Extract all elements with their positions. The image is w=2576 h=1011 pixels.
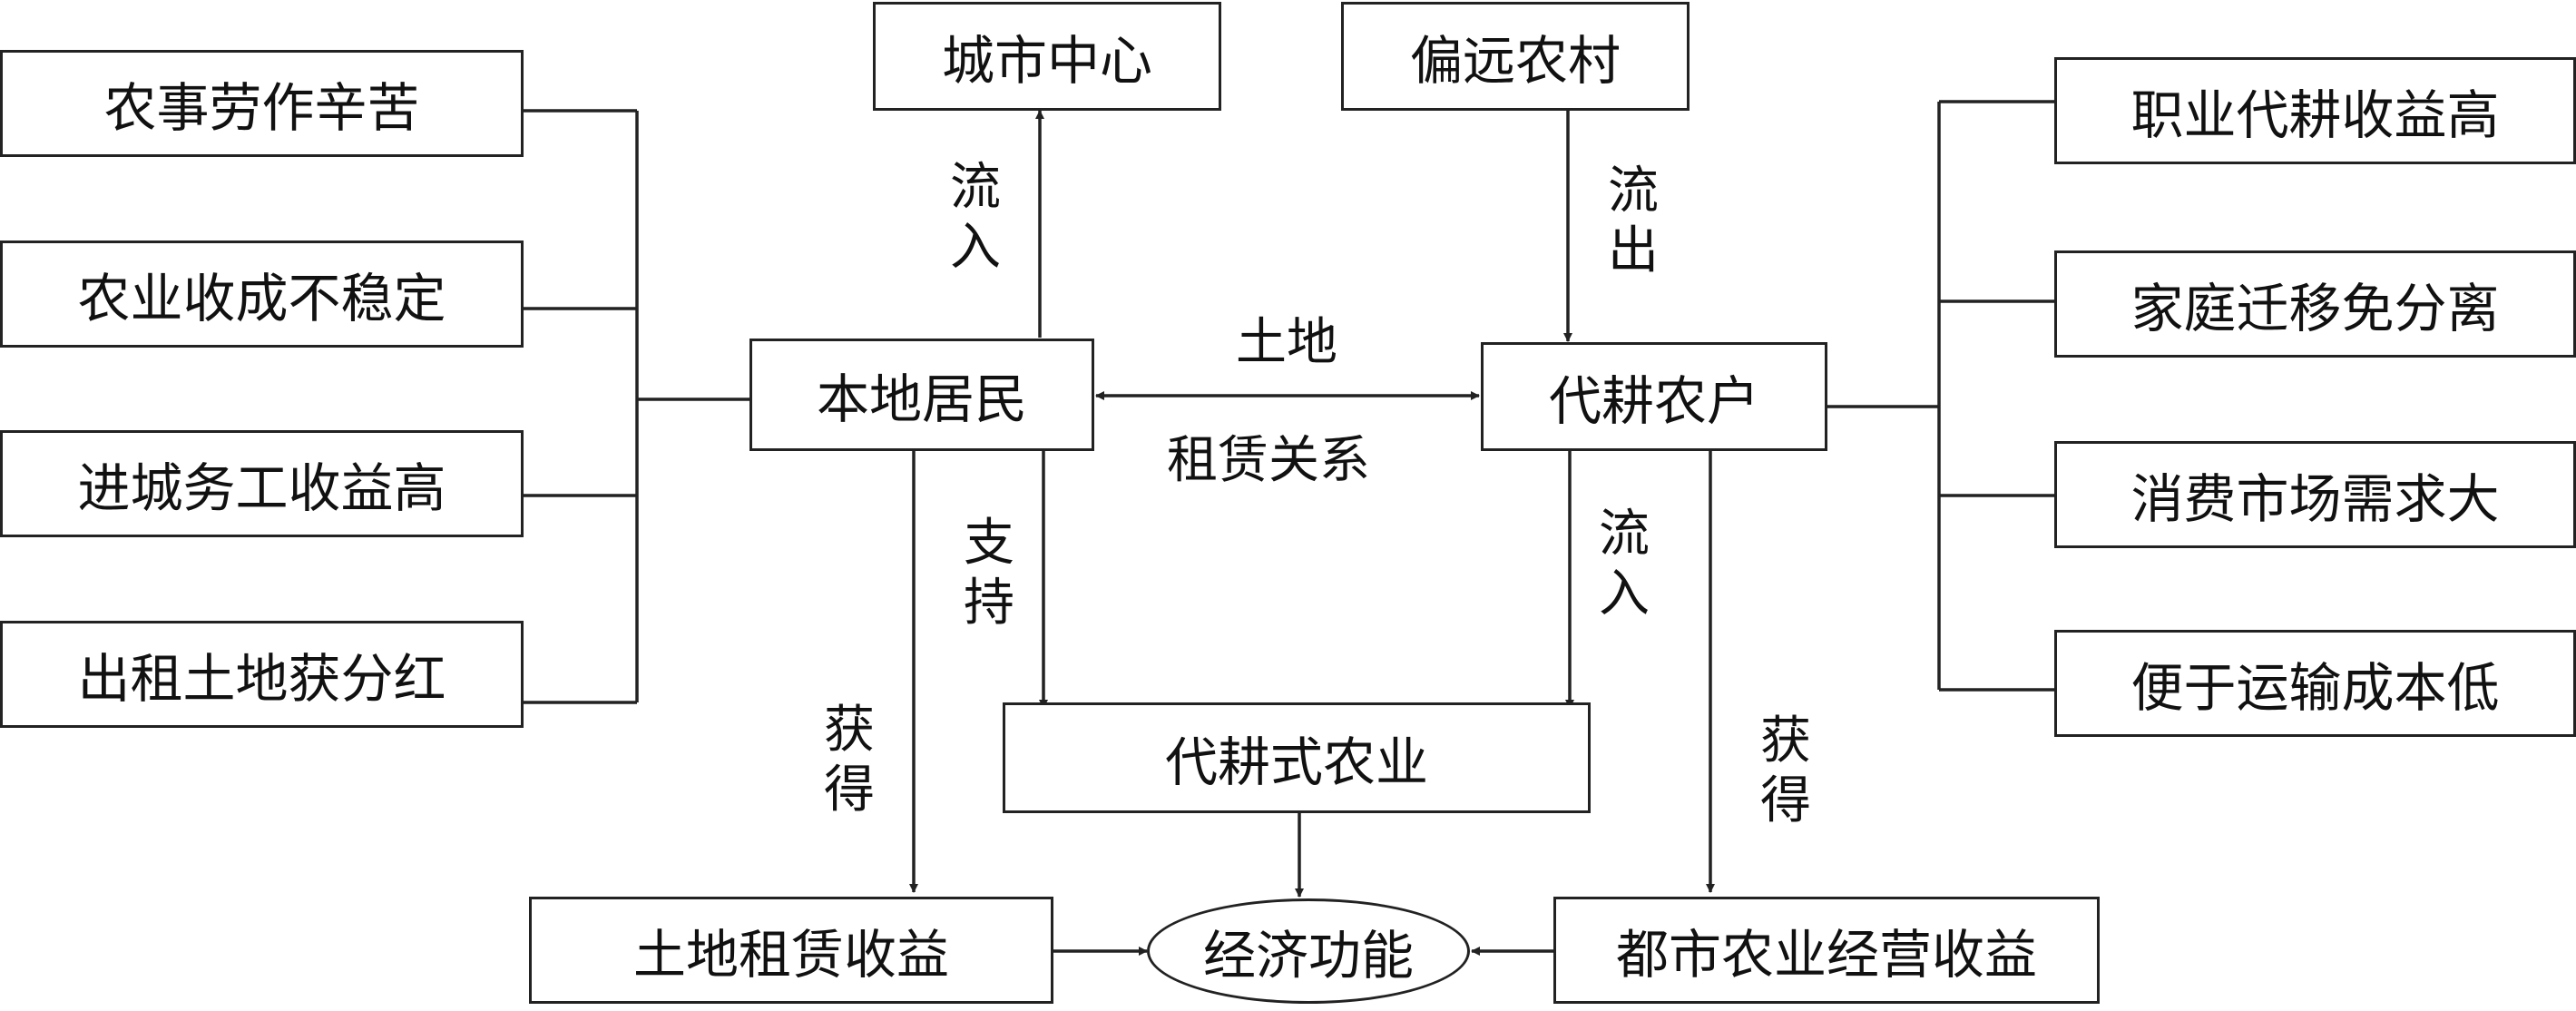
- label-support: 支持: [964, 514, 1014, 633]
- left-factor-3: 进城务工收益高: [0, 430, 524, 537]
- city-center-box: 城市中心: [873, 2, 1221, 111]
- label-land: 土地: [1236, 313, 1337, 372]
- economic-function-ellipse: 经济功能: [1147, 898, 1470, 1004]
- right-factor-bracket: [1826, 100, 2055, 692]
- right-factor-4: 便于运输成本低: [2054, 630, 2576, 737]
- left-factor-1: 农事劳作辛苦: [0, 50, 524, 157]
- left-factor-bracket: [521, 109, 751, 704]
- left-factor-2: 农业收成不稳定: [0, 240, 524, 348]
- label-gain-left: 获得: [824, 701, 875, 820]
- label-lease-relation: 租赁关系: [1167, 431, 1370, 490]
- local-residents-box: 本地居民: [749, 339, 1094, 451]
- label-inflow-city: 流入: [950, 158, 1001, 277]
- label-inflow-agri: 流入: [1599, 505, 1650, 623]
- right-factor-1: 职业代耕收益高: [2054, 57, 2576, 164]
- left-factor-4: 出租土地获分红: [0, 621, 524, 728]
- label-gain-right: 获得: [1760, 712, 1811, 830]
- urban-agri-income-box: 都市农业经营收益: [1553, 897, 2100, 1004]
- right-factor-2: 家庭迁移免分离: [2054, 250, 2576, 358]
- label-outflow-village: 流出: [1608, 162, 1659, 280]
- proxy-farmers-box: 代耕农户: [1481, 342, 1827, 451]
- proxy-agriculture-box: 代耕式农业: [1003, 702, 1591, 813]
- remote-village-box: 偏远农村: [1341, 2, 1690, 111]
- right-factor-3: 消费市场需求大: [2054, 441, 2576, 548]
- land-lease-income-box: 土地租赁收益: [529, 897, 1053, 1004]
